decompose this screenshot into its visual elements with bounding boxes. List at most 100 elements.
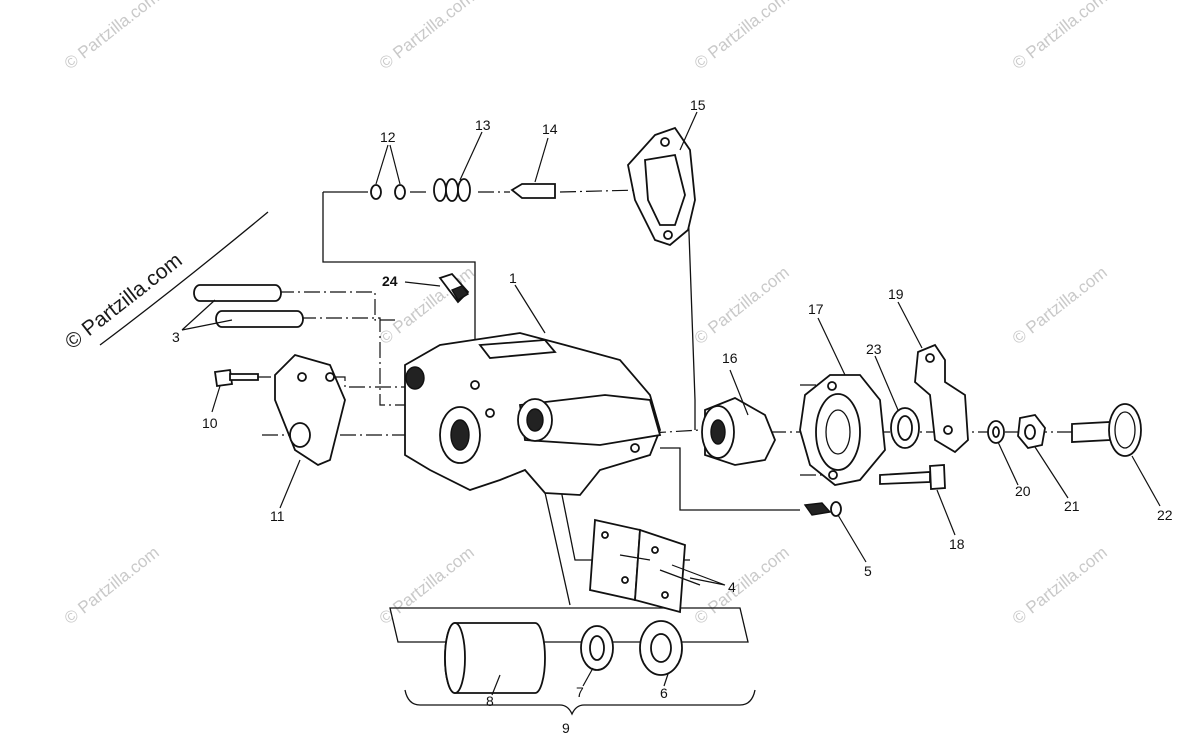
housing-core — [825, 409, 851, 455]
watermark: © Partzilla.com — [691, 263, 793, 349]
gasket-hole — [663, 230, 673, 240]
callout-15: 15 — [690, 97, 706, 113]
callout-21: 21 — [1064, 498, 1080, 514]
housing-inner — [815, 393, 861, 471]
bleeder-nut — [450, 285, 470, 301]
seal-6-inner — [650, 633, 672, 663]
ring-23-inner — [897, 415, 913, 441]
alignment-line — [660, 447, 800, 511]
bleeder-24 — [438, 272, 470, 304]
adjuster-parts — [890, 343, 1142, 457]
bolt-18-head — [929, 464, 946, 490]
leader-5 — [837, 514, 867, 563]
knob-22-shaft — [1071, 421, 1111, 443]
leader-24 — [404, 281, 441, 287]
caliper-body — [404, 332, 662, 496]
caliper-bolt-hole — [485, 408, 495, 418]
knob-22-head — [1108, 403, 1142, 457]
o-ring — [370, 184, 382, 200]
leader-1 — [514, 284, 546, 334]
plate-hole-large — [289, 422, 311, 448]
callout-18: 18 — [949, 536, 965, 552]
plate-hole — [297, 372, 307, 382]
plate-hole — [325, 372, 335, 382]
watermark-large: © Partzilla.com — [61, 249, 187, 354]
watermark: © Partzilla.com — [1009, 0, 1111, 73]
bolt-head — [213, 368, 234, 388]
pins — [193, 284, 304, 328]
bolt-18-shank — [879, 471, 931, 485]
leader-18 — [936, 489, 956, 536]
watermark: © Partzilla.com — [376, 0, 478, 73]
leader-20 — [997, 441, 1019, 486]
caliper-port — [405, 366, 425, 390]
callout-13: 13 — [475, 117, 491, 133]
caliper-bolt-hole — [470, 380, 480, 390]
gasket-inner — [644, 153, 686, 226]
watermark: © Partzilla.com — [1009, 543, 1111, 629]
piston-16 — [701, 397, 776, 466]
leader-14 — [534, 137, 549, 183]
watermark-underline — [99, 211, 269, 346]
leader-23 — [874, 355, 899, 411]
leader-10 — [211, 385, 221, 413]
gasket-15 — [627, 126, 696, 247]
pad-rivet — [601, 531, 609, 539]
leader-17 — [817, 317, 846, 376]
alignment-line — [687, 204, 696, 430]
callout-19: 19 — [888, 286, 904, 302]
pad-rivet — [661, 591, 669, 599]
fitting-5 — [803, 502, 832, 516]
callout-12: 12 — [380, 129, 396, 145]
brake-pad — [634, 528, 686, 614]
housing-17 — [799, 374, 886, 486]
spring-coil — [433, 178, 447, 202]
leader-7 — [582, 667, 594, 687]
nut-21-hole — [1024, 424, 1036, 440]
callout-4: 4 — [728, 579, 736, 595]
spring-coil — [445, 178, 459, 202]
callout-24: 24 — [382, 273, 398, 289]
kit-bracket-9 — [404, 689, 756, 716]
plate-outline — [274, 353, 346, 467]
pad-detail — [619, 554, 701, 586]
pin — [193, 284, 282, 302]
callout-22: 22 — [1157, 507, 1173, 523]
callout-9: 9 — [562, 720, 570, 736]
piston-8-end — [444, 622, 466, 694]
callout-7: 7 — [576, 684, 584, 700]
leader-15 — [679, 111, 698, 151]
callout-11: 11 — [270, 508, 285, 524]
caliper-bolt-hole — [630, 443, 640, 453]
pin — [215, 310, 304, 328]
callout-17: 17 — [808, 301, 824, 317]
plate-11 — [274, 353, 346, 467]
leader-6 — [663, 673, 669, 687]
seal-7-inner — [589, 635, 605, 661]
bolt-shank — [229, 373, 259, 381]
bracket-hole — [925, 353, 935, 363]
callout-20: 20 — [1015, 483, 1031, 499]
caliper-cylinder — [518, 394, 662, 446]
callout-16: 16 — [722, 350, 738, 366]
watermark: © Partzilla.com — [61, 0, 163, 73]
callout-10: 10 — [202, 415, 218, 431]
bolt-18-fitting-5 — [803, 464, 946, 517]
leader-19 — [897, 301, 923, 349]
alignment-line — [300, 317, 420, 406]
seals-spring-pin — [370, 178, 556, 202]
leader-21 — [1034, 446, 1069, 499]
watermark: © Partzilla.com — [1009, 263, 1111, 349]
caliper-cylinder-hole — [526, 408, 544, 432]
knob-22-knurl — [1114, 411, 1136, 449]
leader-3 — [181, 299, 233, 331]
housing-hole — [827, 381, 837, 391]
callout-8: 8 — [486, 693, 494, 709]
callout-5: 5 — [864, 563, 872, 579]
watermark: © Partzilla.com — [691, 0, 793, 73]
caliper-bore-inner — [450, 419, 470, 451]
spring-coil — [457, 178, 471, 202]
piston-kit — [444, 620, 683, 694]
o-ring — [394, 184, 406, 200]
